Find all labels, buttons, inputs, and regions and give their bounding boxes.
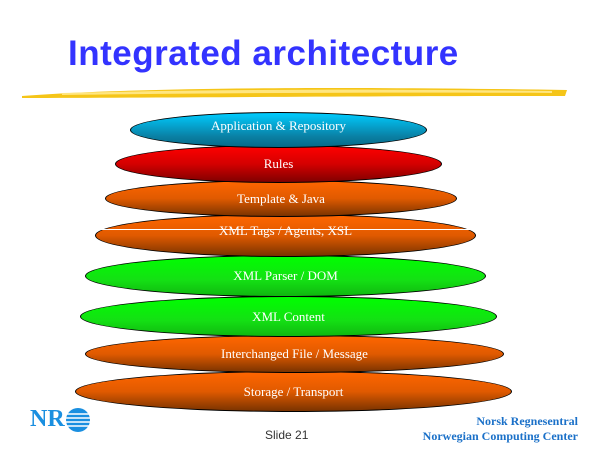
layer-label: Storage / Transport [243, 383, 344, 399]
layer-label: XML Content [252, 308, 325, 324]
org-name-norwegian: Norsk Regnesentral [476, 414, 578, 428]
brush-stroke-divider [22, 88, 567, 98]
slide-number: Slide 21 [265, 428, 309, 442]
layer-label: XML Parser / DOM [233, 268, 338, 283]
org-name-english: Norwegian Computing Center [422, 429, 578, 443]
organization-name: Norsk Regnesentral Norwegian Computing C… [423, 414, 578, 444]
layer-xml-tags-agents-xsl: XML Tags / Agents, XSL [95, 214, 476, 257]
layer-storage-transport: Storage / Transport [75, 371, 512, 412]
slide-title: Integrated architecture [68, 34, 459, 73]
layer-label: Template & Java [237, 190, 325, 206]
divider-line [95, 229, 478, 230]
layer-label: Interchanged File / Message [221, 346, 368, 361]
nr-logo: NR [30, 406, 91, 433]
logo-text: NR [30, 406, 65, 432]
layer-rules: Rules [115, 145, 442, 183]
layer-xml-content: XML Content [80, 296, 497, 337]
layer-label: Rules [263, 156, 294, 171]
globe-icon [64, 407, 91, 432]
layer-label: Application & Repository [210, 118, 347, 133]
layer-template-java: Template & Java [105, 180, 457, 217]
layer-interchanged-file-message: Interchanged File / Message [85, 335, 504, 373]
layer-label: XML Tags / Agents, XSL [218, 223, 353, 238]
layer-xml-parser-dom: XML Parser / DOM [85, 255, 486, 297]
layer-application-repository: Application & Repository [130, 112, 427, 148]
